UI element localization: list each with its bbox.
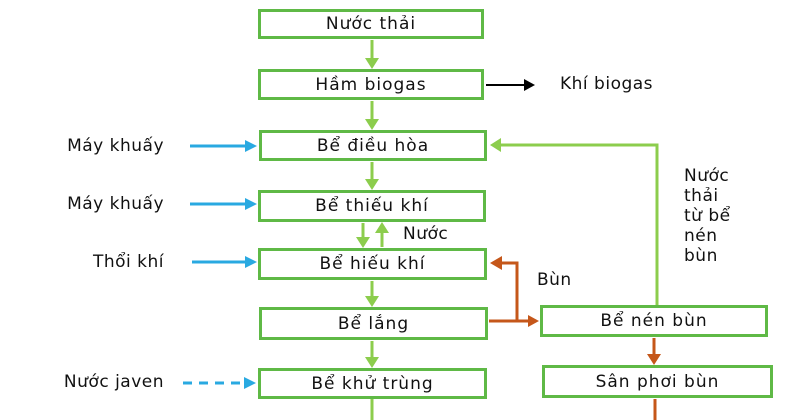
arrow-belang-to-bekhutrung	[365, 341, 379, 368]
node-be-nen-bun: Bể nén bùn	[540, 305, 768, 337]
arrow-sludge-return-to-behieukhi	[490, 256, 519, 322]
arrow-hambiogas-to-khibiogas	[486, 79, 535, 91]
arrow-behieukhi-to-belang	[365, 281, 379, 307]
label-nuoc: Nước	[403, 224, 449, 244]
node-be-lang: Bể lắng	[259, 307, 488, 340]
label-may-khuay-2: Máy khuấy	[67, 194, 164, 214]
node-nuoc-thai: Nước thải	[258, 9, 484, 39]
node-be-hieu-khi: Bể hiếu khí	[258, 248, 487, 280]
arrow-nuocthai-to-hambiogas	[365, 40, 379, 69]
arrow-nuocjaven-to-bekhutrung	[183, 377, 256, 389]
arrow-benenbun-to-sanphoibun	[647, 338, 661, 365]
node-be-dieu-hoa: Bể điều hòa	[259, 130, 487, 161]
label-khi-biogas: Khí biogas	[560, 74, 654, 94]
arrow-behieukhi-return-nuoc	[375, 222, 389, 247]
arrow-maykhuay-to-bethieukhi	[190, 198, 257, 210]
arrow-thoikhi-to-behieukhi	[192, 256, 257, 268]
node-be-thieu-khi: Bể thiếu khí	[258, 190, 486, 222]
label-bun: Bùn	[537, 270, 572, 290]
node-san-phoi-bun: Sân phơi bùn	[542, 365, 773, 398]
label-nuoc-thai-tu-be-nen-bun: Nước thải từ bể nén bùn	[684, 166, 731, 266]
arrow-bethieukhi-to-behieukhi	[356, 223, 370, 248]
node-be-khu-trung: Bể khử trùng	[258, 368, 487, 399]
label-may-khuay-1: Máy khuấy	[67, 136, 164, 156]
node-ham-biogas: Hầm biogas	[258, 69, 484, 100]
arrow-belang-to-benenbun	[489, 315, 539, 327]
arrow-bedieuhoa-to-bethieukhi	[365, 162, 379, 190]
arrow-maykhuay-to-bedieuhoa	[190, 140, 257, 152]
label-thoi-khi: Thổi khí	[92, 252, 164, 272]
label-nuoc-javen: Nước javen	[63, 372, 164, 392]
arrow-hambiogas-to-bedieuhoa	[365, 101, 379, 130]
arrow-benenbun-recycle-to-bedieuhoa	[490, 138, 659, 305]
